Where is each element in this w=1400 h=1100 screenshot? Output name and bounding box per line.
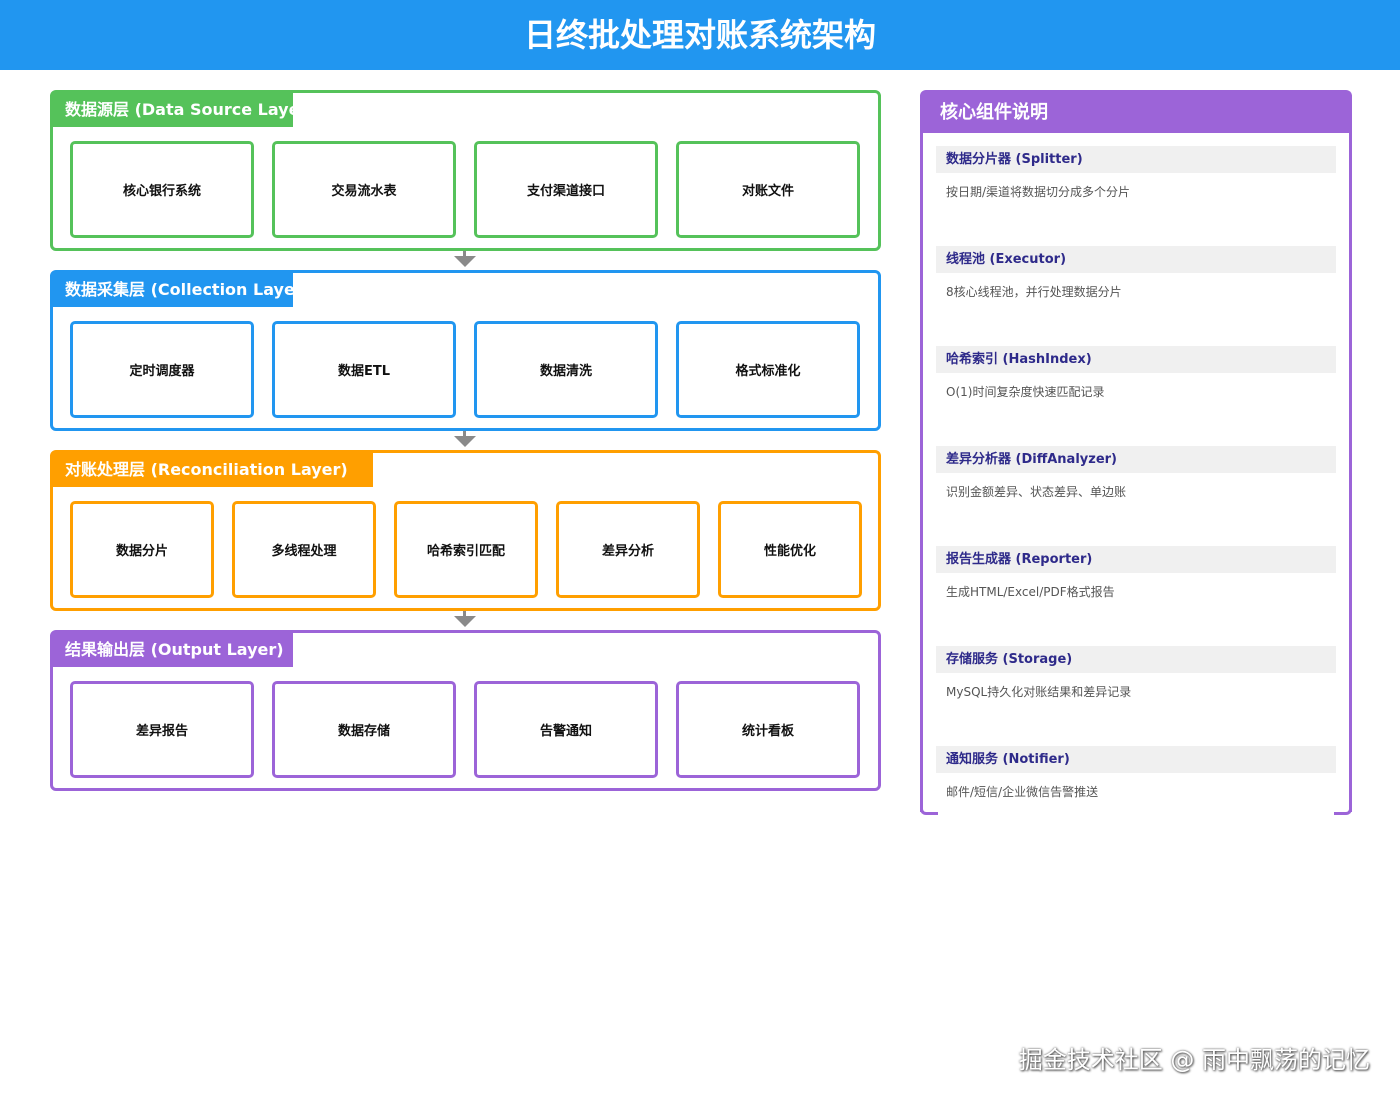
component-box: 哈希索引匹配 xyxy=(394,501,538,598)
component-name: 线程池 (Executor) xyxy=(936,246,1336,273)
component-box: 差异报告 xyxy=(70,681,254,778)
layer-title: 结果输出层 (Output Layer) xyxy=(53,633,293,667)
reconciliation-layer: 对账处理层 (Reconciliation Layer) 数据分片多线程处理哈希索… xyxy=(50,450,881,611)
component-desc: O(1)时间复杂度快速匹配记录 xyxy=(946,385,1105,399)
component-description: 线程池 (Executor) 8核心线程池，并行处理数据分片 xyxy=(936,246,1336,300)
component-desc: 按日期/渠道将数据切分成多个分片 xyxy=(946,185,1131,199)
component-desc: 邮件/短信/企业微信告警推送 xyxy=(946,785,1099,799)
component-box: 格式标准化 xyxy=(676,321,860,418)
core-components-panel: 核心组件说明 数据分片器 (Splitter) 按日期/渠道将数据切分成多个分片… xyxy=(920,90,1352,815)
component-box: 告警通知 xyxy=(474,681,658,778)
flow-arrow-stem xyxy=(463,431,466,437)
flow-arrow-icon xyxy=(454,436,476,447)
data-source-layer: 数据源层 (Data Source Layer) 核心银行系统交易流水表支付渠道接… xyxy=(50,90,881,251)
page-title: 日终批处理对账系统架构 xyxy=(0,0,1400,70)
component-desc: 8核心线程池，并行处理数据分片 xyxy=(946,285,1122,299)
layer-title: 数据源层 (Data Source Layer) xyxy=(53,93,315,127)
flow-arrow-icon xyxy=(454,616,476,627)
panel-corner xyxy=(920,803,938,815)
flow-arrow-icon xyxy=(454,256,476,267)
component-name: 报告生成器 (Reporter) xyxy=(936,546,1336,573)
layer-title: 数据采集层 (Collection Layer) xyxy=(53,273,310,307)
layer-title: 对账处理层 (Reconciliation Layer) xyxy=(53,453,373,487)
component-name: 存储服务 (Storage) xyxy=(936,646,1336,673)
component-box: 交易流水表 xyxy=(272,141,456,238)
component-box: 数据存储 xyxy=(272,681,456,778)
component-name: 哈希索引 (HashIndex) xyxy=(936,346,1336,373)
panel-title: 核心组件说明 xyxy=(923,93,1349,133)
component-desc: 识别金额差异、状态差异、单边账 xyxy=(946,485,1127,499)
component-name: 差异分析器 (DiffAnalyzer) xyxy=(936,446,1336,473)
component-description: 差异分析器 (DiffAnalyzer) 识别金额差异、状态差异、单边账 xyxy=(936,446,1336,500)
component-description: 报告生成器 (Reporter) 生成HTML/Excel/PDF格式报告 xyxy=(936,546,1336,600)
component-box: 数据ETL xyxy=(272,321,456,418)
component-description: 哈希索引 (HashIndex) O(1)时间复杂度快速匹配记录 xyxy=(936,346,1336,400)
flow-arrow-stem xyxy=(463,251,466,257)
component-box: 支付渠道接口 xyxy=(474,141,658,238)
component-description: 通知服务 (Notifier) 邮件/短信/企业微信告警推送 xyxy=(936,746,1336,800)
component-box: 统计看板 xyxy=(676,681,860,778)
component-description: 存储服务 (Storage) MySQL持久化对账结果和差异记录 xyxy=(936,646,1336,700)
watermark: 掘金技术社区 @ 雨中飘荡的记忆 xyxy=(1018,1046,1370,1074)
flow-arrow-stem xyxy=(463,611,466,617)
panel-corner xyxy=(1334,803,1352,815)
component-name: 数据分片器 (Splitter) xyxy=(936,146,1336,173)
component-box: 对账文件 xyxy=(676,141,860,238)
component-name: 通知服务 (Notifier) xyxy=(936,746,1336,773)
component-box: 差异分析 xyxy=(556,501,700,598)
component-box: 核心银行系统 xyxy=(70,141,254,238)
component-description: 数据分片器 (Splitter) 按日期/渠道将数据切分成多个分片 xyxy=(936,146,1336,200)
component-desc: 生成HTML/Excel/PDF格式报告 xyxy=(946,585,1115,599)
component-box: 数据清洗 xyxy=(474,321,658,418)
component-box: 性能优化 xyxy=(718,501,862,598)
output-layer: 结果输出层 (Output Layer) 差异报告数据存储告警通知统计看板 xyxy=(50,630,881,791)
component-box: 多线程处理 xyxy=(232,501,376,598)
component-desc: MySQL持久化对账结果和差异记录 xyxy=(946,685,1132,699)
component-box: 定时调度器 xyxy=(70,321,254,418)
component-box: 数据分片 xyxy=(70,501,214,598)
